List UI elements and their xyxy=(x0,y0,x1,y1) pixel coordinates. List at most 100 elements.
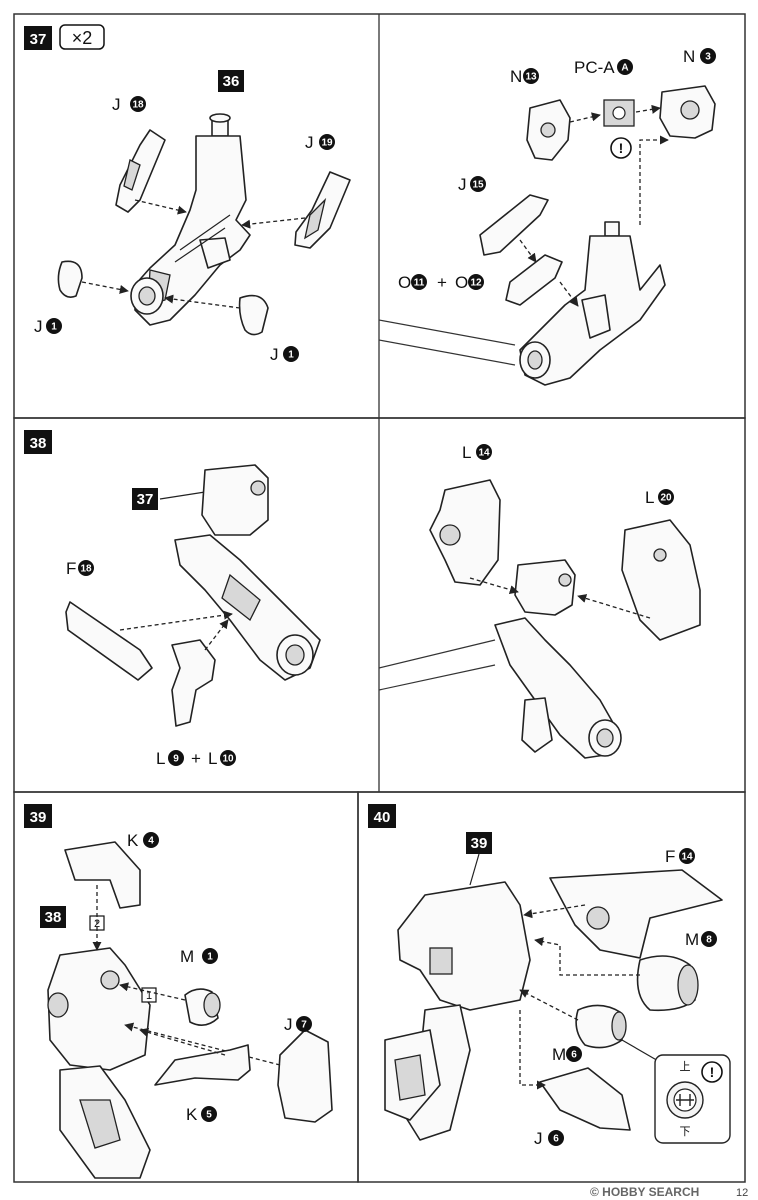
part-j1-right xyxy=(238,294,269,336)
part-letter: N xyxy=(683,47,695,66)
part-number: 20 xyxy=(660,493,672,504)
plus-sign: + xyxy=(191,749,201,768)
assembly-arrow xyxy=(639,135,669,225)
callout-line xyxy=(621,1039,661,1063)
callout-line xyxy=(378,639,496,669)
callout-line xyxy=(378,339,516,366)
part-number-circle xyxy=(679,848,695,864)
assembly-arrow xyxy=(119,610,233,631)
ref-step-39: 39 xyxy=(471,835,488,852)
ref-step-37: 37 xyxy=(137,491,154,508)
part-number-circle xyxy=(220,750,236,766)
part-letter: J xyxy=(112,95,121,114)
part-number: 6 xyxy=(571,1050,577,1061)
part-number-circle xyxy=(617,59,633,75)
part-number-circle xyxy=(548,1130,564,1146)
step-number-badge xyxy=(24,804,52,828)
order-box-1 xyxy=(141,987,157,1003)
part-number-circle xyxy=(201,1106,217,1122)
part-number-circle xyxy=(130,96,146,112)
part-number: 14 xyxy=(478,448,490,459)
part-number-circle xyxy=(143,832,159,848)
part-number-circle xyxy=(523,68,539,84)
part-number: 7 xyxy=(301,1020,307,1031)
page-number: 12 xyxy=(736,1187,748,1199)
multiplier-label: ×2 xyxy=(72,28,93,48)
ref-step-38: 38 xyxy=(45,909,62,926)
part-letter: K xyxy=(186,1105,198,1124)
part-letter: J xyxy=(270,345,279,364)
part-number: 3 xyxy=(705,52,711,63)
part-l20 xyxy=(621,519,701,641)
part-number: 6 xyxy=(553,1134,559,1145)
part-number-circle xyxy=(411,274,427,290)
part-number: 13 xyxy=(525,72,537,83)
step-number: 39 xyxy=(30,809,47,826)
ref-step-36: 36 xyxy=(223,73,240,90)
step-number-badge xyxy=(24,430,52,454)
part-number: 10 xyxy=(222,754,234,765)
part-number-circle xyxy=(470,176,486,192)
part-o11-o12 xyxy=(505,254,563,306)
part-number-circle xyxy=(46,318,62,334)
panel-step-40 xyxy=(357,791,746,1183)
assembly-arrow xyxy=(519,239,537,263)
weapon-body-38-left xyxy=(174,464,321,681)
step-number: 37 xyxy=(30,31,47,48)
part-letter: J xyxy=(305,133,314,152)
assembly-arrow xyxy=(139,1027,226,1056)
part-number: 15 xyxy=(472,180,484,191)
leader-line xyxy=(159,491,206,500)
part-number-circle xyxy=(700,48,716,64)
part-number-circle xyxy=(701,931,717,947)
part-number-circle xyxy=(658,489,674,505)
part-j1-left xyxy=(57,260,83,298)
assembly-arrow xyxy=(635,104,661,114)
part-number: 5 xyxy=(206,1110,212,1121)
assembly-arrow xyxy=(164,294,241,309)
assembly-arrow xyxy=(569,112,601,123)
assembly-arrow xyxy=(204,619,229,651)
step-number-badge xyxy=(368,804,396,828)
part-letter: PC-A xyxy=(574,58,615,77)
assembly-arrow xyxy=(469,577,519,595)
step-number-badge xyxy=(24,26,52,50)
part-letter: J xyxy=(34,317,43,336)
assembly-arrow xyxy=(134,199,187,215)
plus-sign: + xyxy=(437,273,447,292)
part-j15 xyxy=(479,194,549,256)
order-1: 1 xyxy=(146,990,152,1002)
part-letter: F xyxy=(665,847,675,866)
part-letter: O xyxy=(455,273,468,292)
part-letter: L xyxy=(462,443,471,462)
part-j6 xyxy=(539,1067,631,1131)
part-number-circle xyxy=(202,948,218,964)
assembly-arrow xyxy=(81,281,129,294)
part-number-circle xyxy=(319,134,335,150)
part-letter: M xyxy=(552,1045,566,1064)
step-number: 40 xyxy=(374,809,391,826)
part-number-circle xyxy=(476,444,492,460)
weapon-body-38-right xyxy=(494,559,622,759)
part-l14 xyxy=(429,479,501,586)
part-l9-l10 xyxy=(171,639,216,727)
callout-line xyxy=(378,319,516,346)
detail-inset: 上 下 ! xyxy=(654,1054,731,1144)
part-number-circle xyxy=(168,750,184,766)
part-letter: M xyxy=(180,947,194,966)
ref-badge-37 xyxy=(132,488,158,510)
part-letter: O xyxy=(398,273,411,292)
part-letter: L xyxy=(156,749,165,768)
part-number: 9 xyxy=(173,754,179,765)
weapon-body-37-right xyxy=(519,221,666,386)
watermark: © HOBBY SEARCH xyxy=(590,1185,699,1199)
part-k5 xyxy=(154,1044,251,1086)
assembly-arrow xyxy=(559,281,579,307)
part-number-circle xyxy=(296,1016,312,1032)
ref-badge-39 xyxy=(466,832,492,854)
part-m6 xyxy=(575,1004,623,1049)
callout-line xyxy=(378,664,496,691)
part-letter: L xyxy=(645,488,654,507)
step-number: 38 xyxy=(30,435,47,452)
